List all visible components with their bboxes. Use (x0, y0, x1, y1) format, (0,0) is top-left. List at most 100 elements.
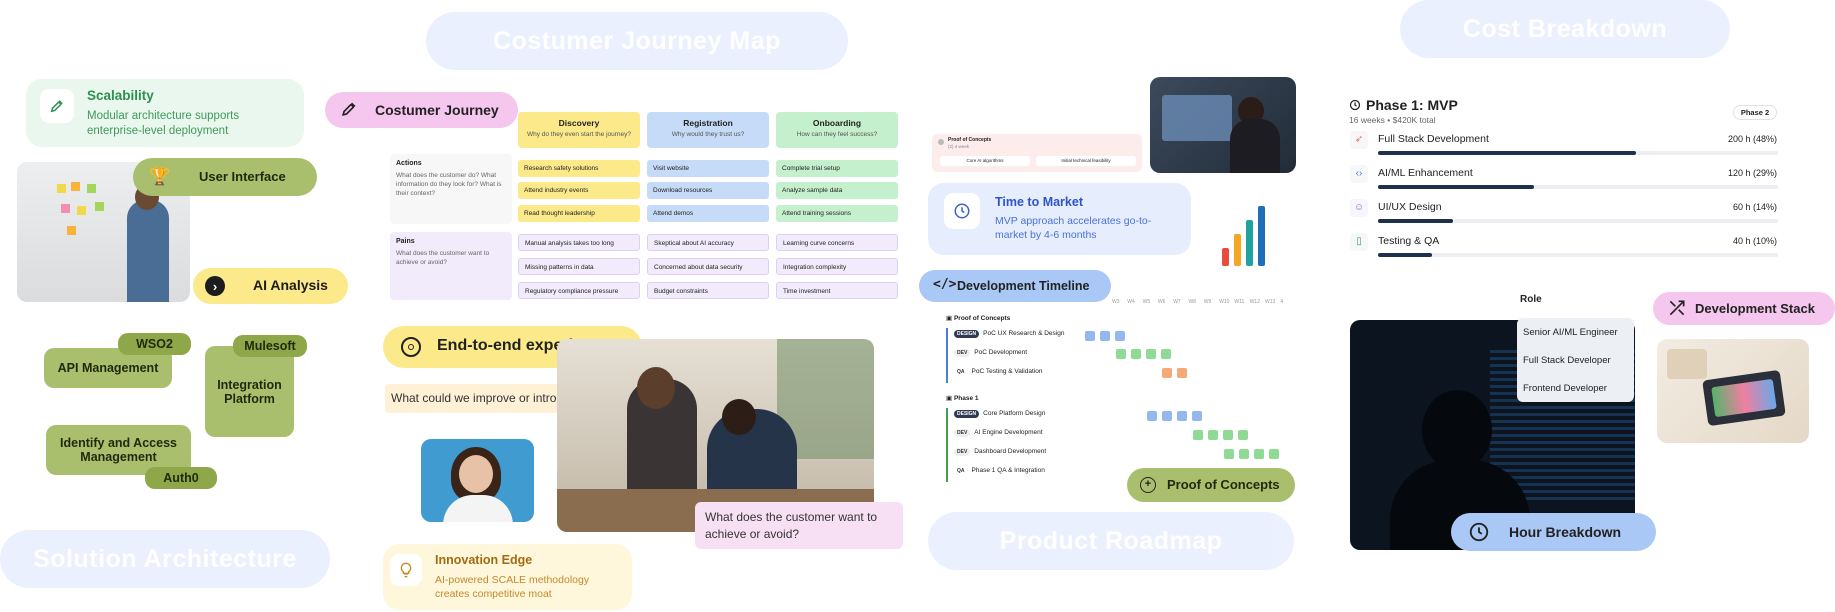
role-item[interactable]: Senior AI/ML Engineer (1523, 327, 1618, 338)
bar-graph-icon (1222, 206, 1274, 266)
clock-icon (1349, 98, 1361, 111)
phase2-tag[interactable]: Phase 2 (1733, 105, 1777, 120)
phase1-header-text: Phase 1 (953, 395, 979, 402)
journey-cell: Integration complexity (776, 258, 898, 275)
journey-pains-label: Pains What does the customer want to ach… (390, 232, 512, 300)
poc-mini-button[interactable]: Initial technical feasibility (1036, 156, 1136, 166)
phase-subtitle: 16 weeks • $420K total (1349, 115, 1436, 125)
cost-row-value: 200 h (48%) (1727, 134, 1777, 144)
cost-progress-bar (1378, 253, 1778, 257)
gantt-cell (1147, 411, 1157, 421)
cost-breakdown-ghost-title: Cost Breakdown (1400, 0, 1730, 58)
week-label: 4 (1280, 299, 1284, 305)
rocket-icon (40, 89, 74, 123)
journey-col-title: Onboarding (812, 118, 862, 128)
journey-row-desc: What does the customer do? What informat… (396, 172, 502, 197)
ai-analysis-label: AI Analysis (253, 277, 328, 293)
innovation-edge-title: Innovation Edge (435, 553, 533, 567)
auth0-tag[interactable]: Auth0 (145, 467, 217, 489)
question-line: achieve or avoid? (705, 527, 800, 541)
phase1-section-header: ▣ Phase 1 (946, 395, 979, 402)
timeline-row-label: Core Platform Design (983, 410, 1046, 417)
journey-col-subtitle: Why would they trust us? (671, 131, 745, 138)
journey-cell: Read thought leadership (518, 205, 640, 222)
scalability-desc-line: enterprise-level deployment (87, 125, 229, 137)
cost-progress-fill (1378, 151, 1636, 155)
poc-mini-button[interactable]: Core AI algorithms (940, 156, 1030, 166)
cost-progress-bar (1378, 151, 1778, 155)
journey-row-title: Pains (396, 238, 415, 245)
cost-row-value: 120 h (29%) (1727, 168, 1777, 178)
week-label: W13 (1265, 299, 1276, 305)
status-dot (938, 139, 944, 145)
gantt-cell (1162, 368, 1172, 378)
role-badge: DEV (954, 429, 971, 437)
journey-actions-label: Actions What does the customer do? What … (390, 154, 512, 224)
customer-journey-pill[interactable]: Costumer Journey (325, 92, 518, 128)
role-badge: QA (954, 467, 968, 475)
proof-of-concepts-pill[interactable]: + Proof of Concepts (1127, 468, 1295, 502)
role-item[interactable]: Frontend Developer (1523, 383, 1607, 394)
cost-progress-bar (1378, 185, 1778, 189)
development-stack-pill[interactable]: Development Stack (1653, 292, 1835, 325)
journey-cell: Budget constraints (647, 282, 769, 299)
trophy-icon: 🏆 (149, 167, 171, 186)
week-label: W11 (1234, 299, 1245, 305)
journey-col-title: Discovery (558, 118, 600, 128)
tablet-analytics-photo (1657, 339, 1809, 443)
gantt-cell (1131, 349, 1141, 359)
time-to-market-card: Time to Market MVP approach accelerates … (928, 183, 1191, 255)
timeline-row-label: Dashboard Development (974, 448, 1047, 455)
ghost-title-text: Costumer Journey Map (493, 26, 781, 55)
scalability-card: Scalability Modular architecture support… (26, 79, 304, 147)
user-interface-pill[interactable]: 🏆 User Interface (133, 158, 317, 196)
identity-access-management-box[interactable]: Identify and Access Management (46, 425, 191, 475)
mulesoft-tag[interactable]: Mulesoft (233, 335, 307, 357)
integration-platform-box[interactable]: Integration Platform (205, 346, 294, 437)
journey-cell: Concerned about data security (647, 258, 769, 275)
plus-circle-icon: + (1140, 477, 1156, 493)
iam-line: Identify and Access (60, 436, 177, 450)
clock-icon (1468, 521, 1490, 543)
journey-col-title: Registration (683, 118, 733, 128)
role-badge: DEV (954, 349, 971, 357)
role-badge: DESIGN (954, 410, 980, 418)
ghost-title-text: Cost Breakdown (1462, 14, 1668, 43)
week-label: W3 (1112, 299, 1120, 305)
question-line: What does the customer want to (705, 510, 878, 524)
hour-breakdown-pill[interactable]: Hour Breakdown (1451, 513, 1656, 551)
solution-architecture-ghost-title: Solution Architecture (0, 530, 330, 588)
journey-cell: Learning curve concerns (776, 234, 898, 251)
cost-breakdown-panel: Phase 1: MVP 16 weeks • $420K total Phas… (1340, 88, 1780, 278)
wso2-tag[interactable]: WSO2 (118, 333, 191, 355)
cost-progress-fill (1378, 185, 1534, 189)
integration-platform-line: Platform (224, 391, 275, 406)
laptop-coding-photo (1150, 77, 1296, 173)
innovation-edge-desc: AI-powered SCALE methodology creates com… (435, 573, 589, 601)
journey-cell: Time investment (776, 282, 898, 299)
journey-cell: Manual analysis takes too long (518, 234, 640, 251)
week-label: W12 (1249, 299, 1260, 305)
role-item[interactable]: Full Stack Developer (1523, 355, 1611, 366)
ai-analysis-pill[interactable]: › AI Analysis (193, 268, 348, 304)
rocket-icon: ➶ (1350, 131, 1368, 149)
development-timeline-pill[interactable]: </> Development Timeline (919, 270, 1111, 302)
time-to-market-line: market by 4-6 months (995, 229, 1097, 241)
time-to-market-desc: MVP approach accelerates go-to- market b… (995, 214, 1151, 242)
ghost-title-text: Solution Architecture (33, 544, 297, 573)
journey-cell: Research safety solutions (518, 160, 640, 177)
gantt-cell (1085, 331, 1095, 341)
time-to-market-line: MVP approach accelerates go-to- (995, 215, 1152, 227)
poc-mini-sub: (2) 4 week (948, 144, 970, 149)
role-list: Senior AI/ML Engineer Full Stack Develop… (1517, 318, 1634, 402)
